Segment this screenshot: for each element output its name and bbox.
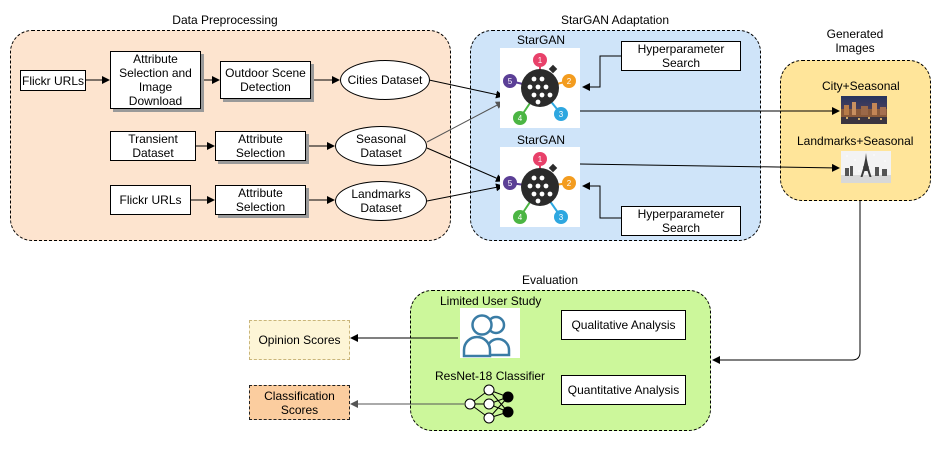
classification-scores-box: Classification Scores — [249, 385, 350, 420]
qualitative-analysis-box: Qualitative Analysis — [561, 310, 686, 340]
user-study-label: Limited User Study — [440, 294, 542, 308]
stargan-top-label: StarGAN — [517, 33, 566, 47]
stargan-node-4 — [513, 111, 527, 125]
flickr-urls-box-2: Flickr URLs — [110, 185, 191, 215]
arrow-cities-to-stargan — [428, 79, 504, 99]
resnet-classifier-label: ResNet-18 Classifier — [435, 369, 546, 383]
svg-text:2: 2 — [567, 179, 572, 188]
landmarks-seasonal-label: Landmarks+Seasonal — [797, 134, 914, 148]
stargan-node-1 — [533, 53, 547, 67]
svg-text:5: 5 — [508, 77, 513, 86]
city-seasonal-label: City+Seasonal — [822, 79, 900, 93]
attribute-selection-box-3: Attribute Selection — [215, 185, 306, 215]
attribute-selection-download-box: Attribute Selection and Image Download — [110, 51, 201, 109]
stargan-node-2 — [562, 176, 576, 190]
opinion-scores-box: Opinion Scores — [249, 320, 350, 360]
svg-text:3: 3 — [559, 110, 564, 119]
stargan-node-5 — [503, 74, 517, 88]
stargan-bottom-label: StarGAN — [517, 133, 566, 147]
stargan-node-5 — [503, 176, 517, 190]
arrow-seasonal-to-stargan-bottom — [426, 147, 504, 182]
arrow-landmarks-to-stargan — [426, 183, 504, 202]
arrow-seasonal-to-stargan-top — [426, 101, 504, 143]
users-icon — [460, 308, 520, 358]
stargan-logo-icon-bottom: 1 2 3 4 5 — [500, 147, 580, 227]
svg-text:2: 2 — [567, 77, 572, 86]
stargan-node-2 — [562, 74, 576, 88]
svg-text:5: 5 — [508, 179, 513, 188]
flickr-urls-box-1: Flickr URLs — [20, 70, 86, 91]
outdoor-scene-detection-box: Outdoor Scene Detection — [220, 61, 311, 99]
landmarks-dataset-node: Landmarks Dataset — [335, 181, 427, 221]
svg-text:4: 4 — [518, 114, 523, 123]
stargan-node-1 — [533, 152, 547, 166]
hyperparameter-search-box-bottom: Hyperparameter Search — [621, 206, 741, 236]
svg-text:3: 3 — [559, 213, 564, 222]
seasonal-dataset-node: Seasonal Dataset — [335, 126, 427, 166]
generated-images-label: Generated Images — [826, 27, 884, 55]
hyperparameter-search-box-top: Hyperparameter Search — [621, 41, 741, 71]
stargan-node-3 — [554, 210, 568, 224]
quantitative-analysis-box: Quantitative Analysis — [561, 375, 686, 405]
svg-text:1: 1 — [538, 56, 543, 65]
arrow-generated-to-evaluation — [712, 201, 861, 364]
attribute-selection-box-2: Attribute Selection — [215, 131, 306, 161]
cities-dataset-node: Cities Dataset — [340, 60, 430, 100]
neural-net-icon — [464, 384, 514, 424]
stargan-logo-icon-top: 1 2 3 4 5 — [500, 48, 580, 128]
stargan-node-3 — [554, 107, 568, 121]
svg-text:4: 4 — [518, 213, 523, 222]
arrow-stargan-to-landmarks-seasonal — [579, 163, 840, 172]
evaluation-label: Evaluation — [521, 273, 579, 287]
stargan-adaptation-label: StarGAN Adaptation — [560, 13, 670, 27]
arrow-hyper-top-to-stargan — [582, 55, 621, 91]
city-photo-icon — [841, 96, 887, 124]
data-preprocessing-label: Data Preprocessing — [172, 13, 278, 27]
stargan-node-4 — [513, 210, 527, 224]
landmark-photo-icon — [841, 151, 891, 183]
arrow-hyper-bottom-to-stargan — [582, 182, 621, 219]
transient-dataset-box: Transient Dataset — [110, 131, 196, 161]
svg-text:1: 1 — [538, 155, 543, 164]
